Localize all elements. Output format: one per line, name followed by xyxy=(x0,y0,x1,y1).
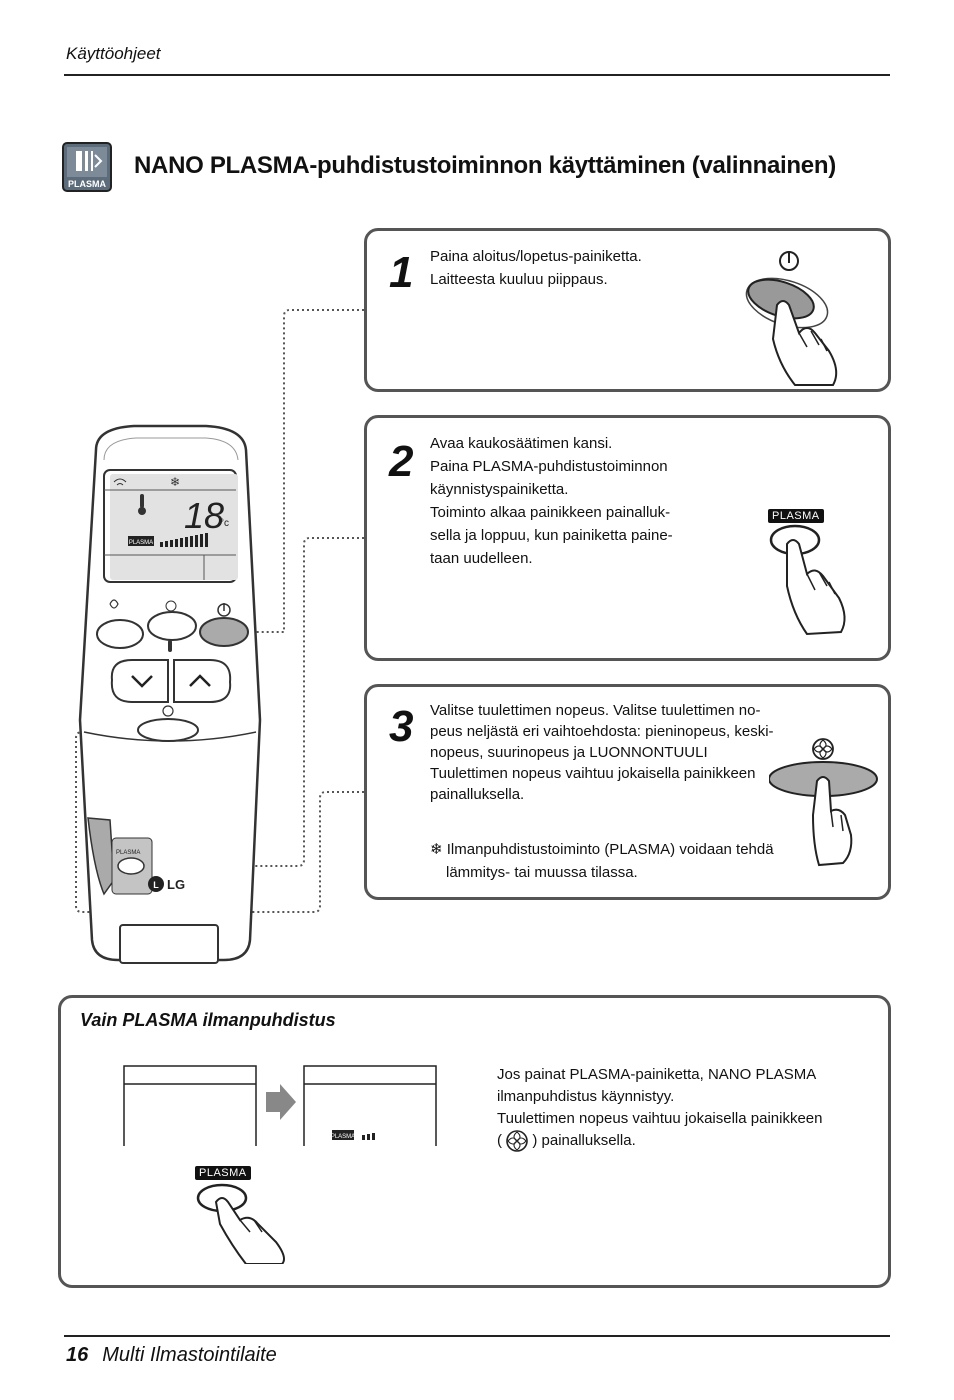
display-plasma-label: PLASMA xyxy=(129,540,153,546)
step-3-line-4: Tuulettimen nopeus vaihtuu jokaisella pa… xyxy=(430,765,756,782)
step-3-line-3: nopeus, suurinopeus ja LUONNONTUULI xyxy=(430,744,708,761)
step-3-note-2: lämmitys- tai muussa tilassa. xyxy=(446,864,638,881)
plasma-only-box xyxy=(58,995,891,1288)
remote-plasma-label: PLASMA xyxy=(116,850,140,856)
plasma-only-button-illustration xyxy=(196,1183,285,1264)
step-2-line-1: Avaa kaukosäätimen kansi. xyxy=(430,435,613,452)
fan-button-illustration xyxy=(769,738,878,867)
step-2-line-3: käynnistyspainiketta. xyxy=(430,481,569,498)
step-2-box: 2 Avaa kaukosäätimen kansi. Paina PLASMA… xyxy=(364,415,891,661)
step-3-line-5: painalluksella. xyxy=(430,786,525,803)
plasma-only-line-3: Tuulettimen nopeus vaihtuu jokaisella pa… xyxy=(497,1110,823,1127)
header-title: Käyttöohjeet xyxy=(66,44,161,63)
page-number: 16 xyxy=(66,1344,89,1366)
fan-icon xyxy=(506,1130,528,1152)
step-2-number: 2 xyxy=(389,437,414,486)
arrow-right-icon xyxy=(266,1084,296,1120)
step-1-number: 1 xyxy=(389,248,414,297)
power-button-illustration xyxy=(745,251,838,386)
step-3-number: 3 xyxy=(389,702,414,751)
step-3-line-1: Valitse tuulettimen nopeus. Valitse tuul… xyxy=(430,702,761,719)
plasma-icon-label: PLASMA xyxy=(68,179,107,189)
plasma-only-line-1: Jos painat PLASMA-painiketta, NANO PLASM… xyxy=(497,1066,817,1083)
fan-icon xyxy=(812,738,834,760)
power-icon xyxy=(779,251,799,271)
step-3-box: 3 Valitse tuulettimen nopeus. Valitse tu… xyxy=(364,684,891,900)
page-title: NANO PLASMA-puhdistustoiminnon käyttämin… xyxy=(134,152,836,179)
header-rule xyxy=(64,74,890,76)
step-3-line-2: peus neljästä eri vaihtoehdosta: pienino… xyxy=(430,723,774,740)
step-2-line-4: Toiminto alkaa painikkeen painalluk- xyxy=(430,504,671,521)
footer: 16 Multi Ilmastointilaite xyxy=(66,1344,277,1367)
plasma-only-line-2: ilmanpuhdistus käynnistyy. xyxy=(497,1088,675,1105)
display-after xyxy=(303,1065,437,1146)
svg-text:L: L xyxy=(153,880,159,890)
plasma-only-button-label: PLASMA xyxy=(195,1166,251,1180)
step-2-line-2: Paina PLASMA-puhdistustoiminnon xyxy=(430,458,668,475)
plasma-only-line-4-end: ) painalluksella. xyxy=(532,1132,636,1149)
plasma-only-line-4-start: ( xyxy=(497,1132,502,1149)
display-after-plasma-label: PLASMA xyxy=(331,1134,355,1140)
plasma-icon: PLASMA xyxy=(62,142,112,192)
plasma-button-label: PLASMA xyxy=(768,509,824,523)
footer-rule xyxy=(64,1335,890,1337)
display-comparison: PLASMA xyxy=(123,1065,437,1146)
snowflake-icon: ❄ xyxy=(170,475,180,489)
svg-text:❄: ❄ xyxy=(170,475,180,489)
thermometer-icon xyxy=(138,494,146,515)
step-3-note-1: ❄ Ilmanpuhdistustoiminto (PLASMA) voidaa… xyxy=(430,841,774,858)
plasma-button-illustration xyxy=(769,524,846,636)
step-2-line-6: taan uudelleen. xyxy=(430,550,533,567)
footer-title: Multi Ilmastointilaite xyxy=(102,1344,277,1366)
remote-control: ❄ 18 °c PLASMA PLASMA L LG xyxy=(78,424,262,964)
display-before xyxy=(123,1065,257,1146)
plasma-only-line-4: ( ) painalluksella. xyxy=(497,1130,636,1152)
step-2-line-5: sella ja loppuu, kun painiketta paine- xyxy=(430,527,673,544)
display-temperature: 18 xyxy=(184,495,224,536)
brand-logo: LG xyxy=(167,877,185,892)
step-1-box: 1 Paina aloitus/lopetus-painiketta. Lait… xyxy=(364,228,891,392)
plasma-only-title: Vain PLASMA ilmanpuhdistus xyxy=(80,1010,336,1030)
display-unit: °c xyxy=(220,518,229,529)
step-1-line-2: Laitteesta kuuluu piippaus. xyxy=(430,271,608,288)
step-1-line-1: Paina aloitus/lopetus-painiketta. xyxy=(430,248,642,265)
